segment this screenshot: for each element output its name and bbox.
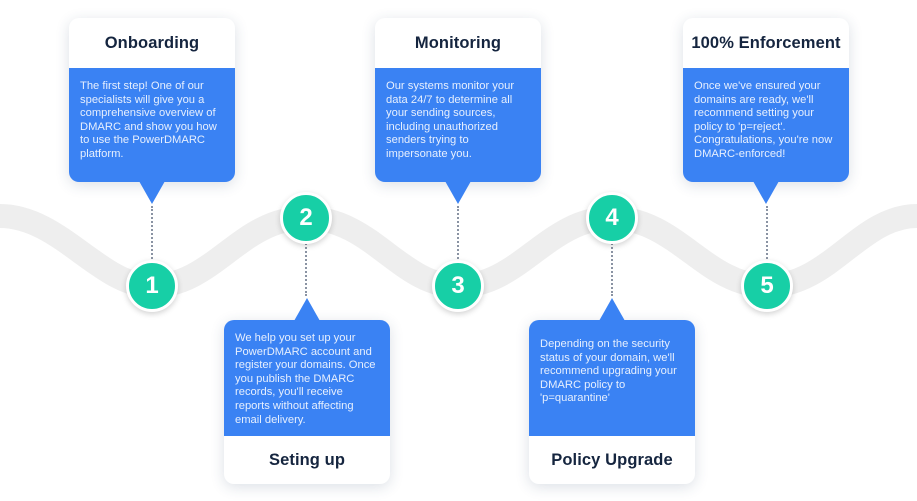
card-text-onboarding: The first step! One of our specialists w… bbox=[80, 80, 217, 160]
card-setting-up: We help you set up your PowerDMARC accou… bbox=[224, 298, 390, 484]
card-pointer bbox=[753, 181, 779, 204]
connector-step-4 bbox=[611, 240, 613, 296]
card-text-monitoring: Our systems monitor your data 24/7 to de… bbox=[386, 80, 515, 160]
card-pointer bbox=[599, 298, 625, 321]
card-body-enforcement: Once we've ensured your domains are read… bbox=[683, 68, 849, 204]
card-text-setting-up: We help you set up your PowerDMARC accou… bbox=[235, 332, 376, 426]
card-onboarding: Onboarding The first step! One of our sp… bbox=[69, 18, 235, 204]
card-title-monitoring: Monitoring bbox=[414, 33, 502, 52]
card-title-enforcement: 100% Enforcement bbox=[691, 33, 841, 52]
card-monitoring: Monitoring Our systems monitor your data… bbox=[375, 18, 541, 204]
card-body-setting-up: We help you set up your PowerDMARC accou… bbox=[224, 298, 390, 436]
connector-step-1 bbox=[151, 206, 153, 262]
card-pointer bbox=[445, 181, 471, 204]
step-number-2: 2 bbox=[280, 192, 332, 244]
connector-step-5 bbox=[766, 206, 768, 262]
card-title-setting-up: Seting up bbox=[268, 450, 346, 469]
step-number-5: 5 bbox=[741, 260, 793, 312]
card-body-policy-upgrade: Depending on the security status of your… bbox=[529, 298, 695, 436]
step-number-4: 4 bbox=[586, 192, 638, 244]
card-title-policy-upgrade: Policy Upgrade bbox=[551, 450, 673, 469]
step-number-3: 3 bbox=[432, 260, 484, 312]
card-policy-upgrade: Depending on the security status of your… bbox=[529, 298, 695, 484]
card-pointer bbox=[294, 298, 320, 321]
step-number-1: 1 bbox=[126, 260, 178, 312]
card-text-enforcement: Once we've ensured your domains are read… bbox=[694, 80, 833, 160]
card-body-monitoring: Our systems monitor your data 24/7 to de… bbox=[375, 68, 541, 204]
card-pointer bbox=[139, 181, 165, 204]
card-title-onboarding: Onboarding bbox=[104, 33, 200, 52]
connector-step-2 bbox=[305, 240, 307, 296]
card-body-onboarding: The first step! One of our specialists w… bbox=[69, 68, 235, 204]
card-text-policy-upgrade: Depending on the security status of your… bbox=[540, 338, 677, 405]
card-enforcement: 100% Enforcement Once we've ensured your… bbox=[683, 18, 849, 204]
connector-step-3 bbox=[457, 206, 459, 262]
